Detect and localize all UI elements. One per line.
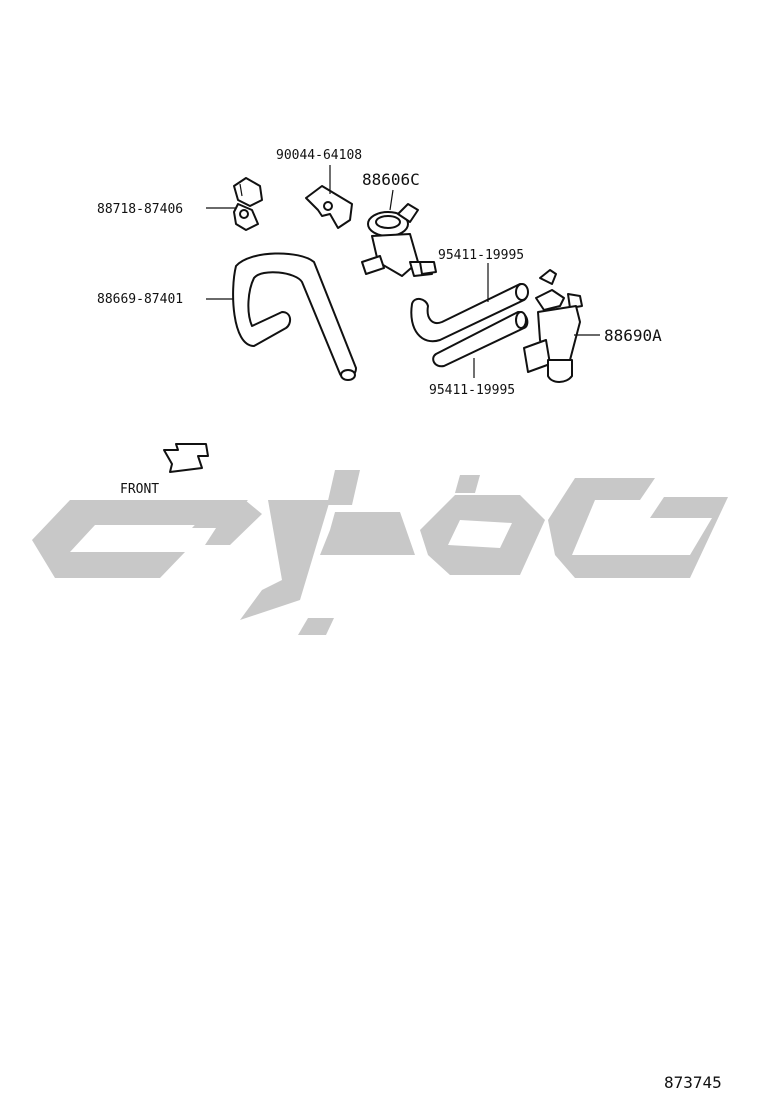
clamp-part — [233, 177, 263, 231]
leader-lines — [206, 165, 600, 378]
label-hose-upper: 95411-19995 — [438, 248, 524, 263]
reference-number: 873745 — [664, 1073, 722, 1092]
label-hose-bent: 88669-87401 — [97, 292, 183, 307]
vsv-part — [523, 269, 583, 383]
lower-hose-part — [432, 311, 529, 368]
cushion-part — [305, 185, 353, 229]
watermark-logo — [32, 470, 728, 635]
label-hose-lower: 95411-19995 — [429, 383, 515, 398]
label-clamp: 88718-87406 — [97, 202, 183, 217]
upper-hose-part — [410, 283, 529, 343]
label-vsv: 88690A — [604, 326, 662, 345]
bent-hose-part — [232, 252, 357, 381]
label-front: FRONT — [120, 482, 159, 497]
label-valve: 88606C — [362, 170, 420, 189]
front-arrow-icon — [163, 443, 209, 473]
label-cushion: 90044-64108 — [276, 148, 362, 163]
valve-part — [361, 203, 437, 277]
